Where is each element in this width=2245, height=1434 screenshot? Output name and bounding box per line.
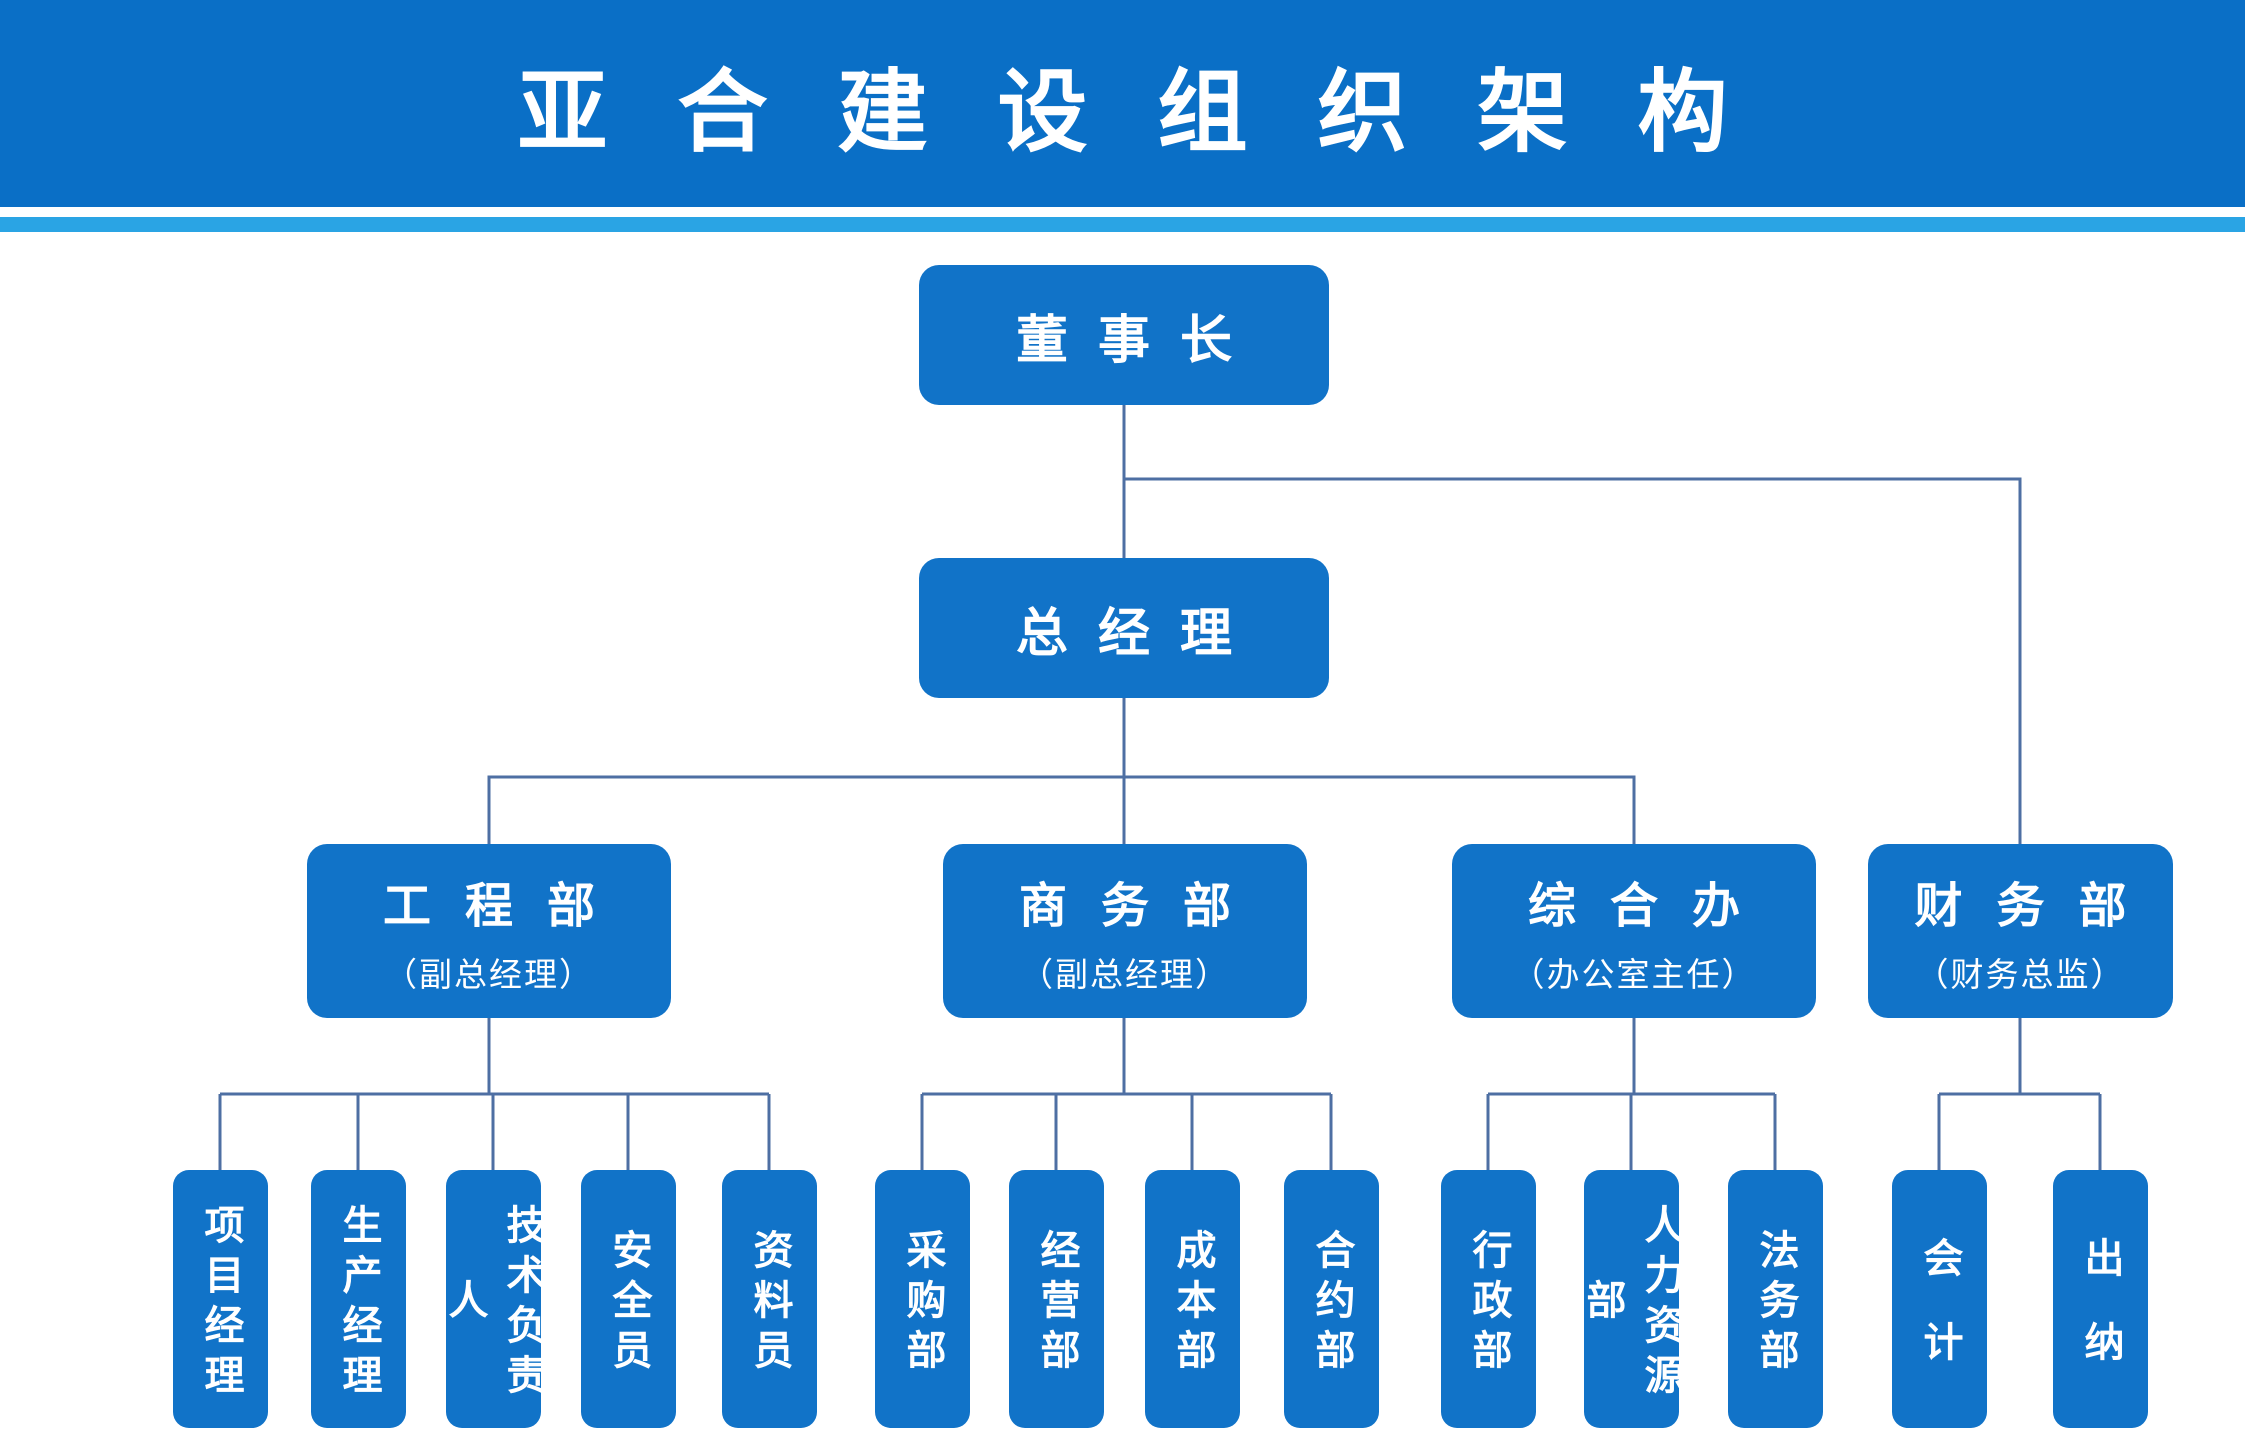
- dept-subtitle: （副总经理）: [1020, 956, 1230, 993]
- node-dept-engineering: 工程部 （副总经理）: [307, 844, 671, 1018]
- dept-subtitle: （财务总监）: [1915, 956, 2126, 993]
- node-technical-lead: 技术负责人: [443, 1170, 545, 1428]
- node-hr-dept: 人力资源部: [1581, 1170, 1683, 1428]
- node-procurement-dept: 采购部: [875, 1170, 970, 1428]
- node-administration-dept: 行政部: [1441, 1170, 1536, 1428]
- node-document-clerk: 资料员: [722, 1170, 817, 1428]
- node-operations-dept: 经营部: [1009, 1170, 1104, 1428]
- dept-name: 商务部: [1018, 880, 1265, 933]
- node-safety-officer: 安全员: [581, 1170, 676, 1428]
- page-title: 亚合建设组织架构: [517, 62, 1798, 163]
- node-dept-general-office: 综合办 （办公室主任）: [1452, 844, 1816, 1018]
- node-dept-finance: 财务部 （财务总监）: [1868, 844, 2173, 1018]
- node-dept-business: 商务部 （副总经理）: [943, 844, 1307, 1018]
- dept-name: 财务部: [1914, 880, 2161, 933]
- node-cashier: 出纳: [2053, 1170, 2148, 1428]
- node-project-manager: 项目经理: [173, 1170, 268, 1428]
- dept-name: 工程部: [382, 880, 629, 933]
- node-cost-dept: 成本部: [1145, 1170, 1240, 1428]
- node-production-manager: 生产经理: [311, 1170, 406, 1428]
- title-banner: 亚合建设组织架构: [0, 0, 2245, 207]
- dept-name: 综合办: [1527, 880, 1774, 933]
- banner-accent-stripe: [0, 217, 2245, 232]
- dept-subtitle: （办公室主任）: [1511, 956, 1757, 993]
- node-chairman: 董事长: [919, 265, 1329, 405]
- node-general-manager: 总经理: [919, 558, 1329, 698]
- node-contract-dept: 合约部: [1284, 1170, 1379, 1428]
- node-accountant: 会计: [1892, 1170, 1987, 1428]
- dept-subtitle: （副总经理）: [384, 956, 594, 993]
- node-legal-dept: 法务部: [1728, 1170, 1823, 1428]
